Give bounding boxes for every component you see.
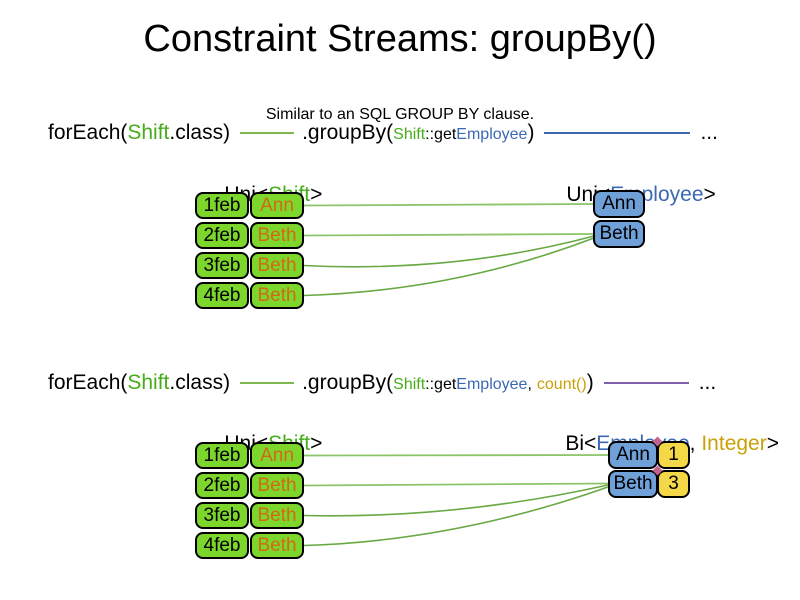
page-title: Constraint Streams: groupBy() [143,18,657,60]
shift-employee-cell: Beth [250,532,304,559]
group-employee-box-beth: Beth [608,470,658,498]
code-shift-class: Shift [127,121,170,144]
table-row: 2feb Beth [195,222,304,249]
shift-employee-cell: Beth [250,282,304,309]
code-line-foreach-groupby-count: forEach( Shift .class) .groupBy( Shift :… [48,371,716,395]
code-class-suffix: .class) [169,371,231,394]
code-shift-class: Shift [127,371,170,394]
code-arg-count: count() [536,376,587,393]
shift-employee-cell: Beth [250,502,304,529]
shift-date-cell: 4feb [195,532,249,559]
table-row: 3feb Beth [195,252,304,279]
code-comma: , [527,376,532,393]
code-close-paren: ) [527,121,535,144]
code-line-foreach-groupby: forEach( Shift .class) .groupBy( Shift :… [48,121,718,145]
page-subtitle: Similar to an SQL GROUP BY clause. [265,106,535,123]
code-foreach: forEach( [48,371,128,394]
connector-shift2-to-beth-group [303,482,609,487]
code-arg-employee: Employee [456,126,528,143]
code-class-suffix: .class) [169,121,231,144]
table-row: 2feb Beth [195,472,304,499]
label-type2: Integer [701,432,767,455]
table-row: 4feb Beth [195,282,304,309]
code-arg-getter: ::get [425,126,457,143]
group-employee-box-ann: Ann [608,441,658,469]
group-count-box-beth: 3 [657,470,690,498]
code-arg-getter: ::get [425,376,457,393]
shift-employee-cell: Ann [250,192,304,219]
code-close-paren: ) [586,371,594,394]
table-row: 1feb Ann [195,442,304,469]
connector-shift3-to-beth-group [303,484,609,517]
label-prefix: Bi< [565,432,597,455]
label-suffix: > [310,183,323,206]
shift-date-cell: 1feb [195,192,249,219]
connector-shift4-to-beth-group [303,486,609,547]
green-connector-segment [240,132,295,134]
shift-employee-cell: Beth [250,252,304,279]
connector-shift4-to-beth [303,237,595,297]
connector-shift3-to-beth [303,235,595,268]
label-suffix: > [766,432,779,455]
shift-date-cell: 4feb [195,282,249,309]
code-arg-shift: Shift [393,376,426,393]
employee-box-beth: Beth [593,220,645,248]
code-foreach: forEach( [48,121,128,144]
employee-box-ann: Ann [593,190,645,218]
shift-employee-cell: Beth [250,472,304,499]
code-ellipsis: ... [698,371,717,394]
code-groupby: .groupBy( [302,371,394,394]
label-separator: , [689,432,702,455]
group-count-box-ann: 1 [657,441,690,469]
table-row: 4feb Beth [195,532,304,559]
purple-connector-segment [603,382,689,384]
table-row: 1feb Ann [195,192,304,219]
green-connector-segment [240,382,295,384]
shift-employee-cell: Beth [250,222,304,249]
label-suffix: > [703,183,716,206]
shift-date-cell: 2feb [195,222,249,249]
code-arg-shift: Shift [393,126,426,143]
code-groupby: .groupBy( [302,121,394,144]
connector-shift2-to-beth [303,233,595,237]
shift-date-cell: 3feb [195,252,249,279]
shift-date-cell: 2feb [195,472,249,499]
table-row: 3feb Beth [195,502,304,529]
label-suffix: > [310,432,323,455]
blue-connector-segment [544,132,691,134]
code-arg-employee: Employee [456,376,528,393]
shift-date-cell: 3feb [195,502,249,529]
shift-employee-cell: Ann [250,442,304,469]
code-ellipsis: ... [700,121,718,144]
shift-date-cell: 1feb [195,442,249,469]
